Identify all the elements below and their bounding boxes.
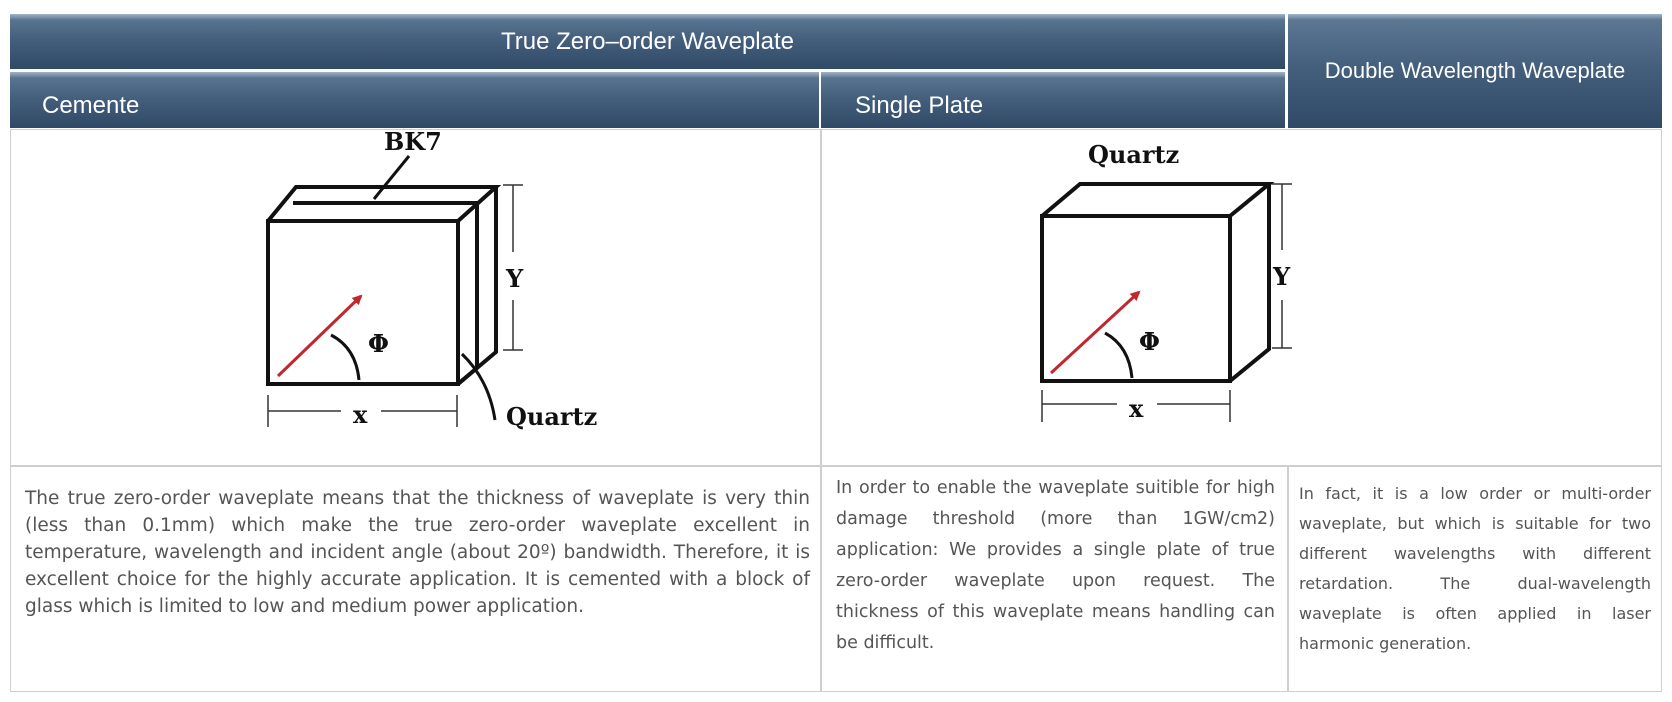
x-label: x bbox=[353, 400, 368, 429]
angle-arc bbox=[1104, 331, 1134, 379]
single-plate-diagram: Quartz Y x Φ bbox=[1040, 140, 1292, 423]
x-label: x bbox=[1129, 394, 1144, 423]
y-dimension-marker bbox=[1272, 183, 1292, 349]
header-title: True Zero–order Waveplate bbox=[500, 27, 794, 55]
quartz-label: Quartz bbox=[506, 402, 597, 431]
figure-cell-single-plate: Quartz Y x Φ bbox=[821, 129, 1662, 466]
header-double-wavelength: Double Wavelength Waveplate bbox=[1288, 14, 1662, 128]
x-dimension-marker bbox=[267, 395, 458, 427]
quartz-leader-line bbox=[460, 352, 497, 421]
header-cemente-label: Cemente bbox=[42, 92, 140, 119]
x-dimension-marker bbox=[1041, 390, 1231, 422]
bk7-label: BK7 bbox=[384, 130, 442, 156]
header-true-zero-order: True Zero–order Waveplate bbox=[10, 14, 1285, 69]
description-cell-single-plate: In order to enable the waveplate suitibl… bbox=[821, 466, 1288, 692]
description-cemented: The true zero-order waveplate means that… bbox=[25, 488, 810, 617]
y-label: Y bbox=[1272, 262, 1291, 291]
angle-arc bbox=[330, 333, 361, 381]
figure-cell-cemented: BK7 Quartz Y x Φ bbox=[10, 127, 821, 466]
description-cell-double-wavelength: In fact, it is a low order or multi-orde… bbox=[1288, 466, 1662, 692]
polarization-arrow bbox=[276, 294, 363, 378]
bk7-leader-line bbox=[372, 155, 411, 200]
phi-label: Φ bbox=[368, 329, 389, 358]
description-double-wavelength: In fact, it is a low order or multi-orde… bbox=[1299, 484, 1651, 653]
description-cell-cemented: The true zero-order waveplate means that… bbox=[10, 466, 821, 692]
header-cemente: Cemente bbox=[10, 72, 819, 128]
phi-label: Φ bbox=[1139, 327, 1160, 356]
description-single-plate: In order to enable the waveplate suitibl… bbox=[836, 478, 1275, 653]
cemented-waveplate-diagram: BK7 Quartz Y x Φ bbox=[266, 127, 597, 431]
polarization-arrow bbox=[1049, 290, 1141, 375]
y-dimension-marker bbox=[503, 184, 523, 351]
header-single-plate-label: Single Plate bbox=[855, 92, 984, 119]
header-single-plate: Single Plate bbox=[821, 72, 1285, 128]
quartz-label: Quartz bbox=[1088, 140, 1179, 169]
y-label: Y bbox=[505, 264, 524, 293]
header-double-wavelength-label: Double Wavelength Waveplate bbox=[1324, 58, 1626, 83]
